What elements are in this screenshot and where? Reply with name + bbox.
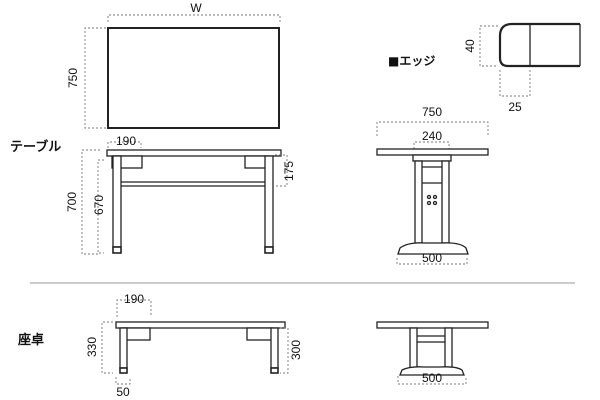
edge-thickness-label: 40	[463, 39, 477, 53]
lowtable-foot-width-label: 50	[116, 385, 130, 399]
table-section-label: テーブル	[10, 139, 61, 155]
lowtable-leg-height-label: 300	[289, 340, 303, 360]
table-height-label: 700	[65, 192, 79, 212]
lowtable-drawer-width-label: 190	[124, 292, 144, 306]
table-side-view: 750 240 500	[376, 105, 489, 265]
side-depth-label: 750	[422, 105, 442, 119]
table-drawer-width-label: 190	[116, 134, 136, 148]
lowtable-base-width-label: 500	[422, 371, 442, 385]
top-width-label: W	[190, 1, 202, 15]
side-column-width-label: 240	[422, 129, 442, 143]
table-top-outline	[107, 27, 280, 129]
lowtable-side-view: 500	[376, 321, 489, 385]
side-base-width-label: 500	[422, 251, 442, 265]
lowtable-section-label: 座卓	[17, 332, 44, 348]
top-depth-label: 750	[66, 68, 80, 88]
lowtable-front-view: 座卓 190 330 300 50	[17, 292, 303, 399]
table-top-view: W 750	[66, 1, 281, 129]
edge-note-label: ■エッジ	[388, 54, 435, 68]
table-leg-height-label: 670	[92, 195, 106, 215]
table-drawer-clearance-label: 175	[282, 161, 296, 181]
table-front-view: テーブル 190 700 670 175	[10, 134, 296, 255]
lowtable-height-label: 330	[85, 337, 99, 357]
edge-detail: ■エッジ 40 25	[388, 22, 581, 114]
edge-radius-label: 25	[508, 100, 522, 114]
